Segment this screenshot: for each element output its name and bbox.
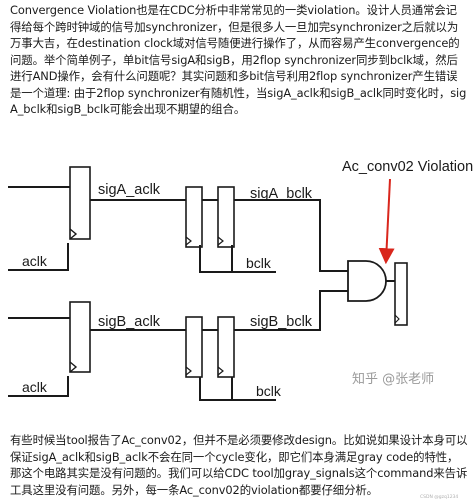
sync-flop-b1 bbox=[185, 316, 203, 378]
label-sigB-aclk: sigB_aclk bbox=[98, 314, 161, 330]
label-aclk-bottom: aclk bbox=[22, 379, 48, 395]
label-sigA-bclk: sigA_bclk bbox=[250, 186, 313, 202]
label-bclk-bottom: bclk bbox=[256, 383, 282, 399]
callout-arrow bbox=[378, 178, 395, 265]
flop-a-source bbox=[69, 166, 91, 240]
sync-flop-a2 bbox=[217, 186, 235, 248]
flop-b-source bbox=[69, 301, 91, 373]
label-sigA-aclk: sigA_aclk bbox=[98, 182, 161, 198]
sync-flop-a1 bbox=[185, 186, 203, 248]
and-gate bbox=[347, 260, 387, 302]
callout-label: Ac_conv02 Violation bbox=[342, 159, 473, 175]
top-path: sigA_aclk sigA_bclk aclk bclk bbox=[8, 166, 348, 273]
output-flop bbox=[394, 262, 408, 326]
outro-paragraph: 有些时候当tool报告了Ac_conv02，但并不是必须要修改design。比如… bbox=[10, 433, 468, 497]
label-aclk-top: aclk bbox=[22, 253, 48, 269]
bottom-path: sigB_aclk sigB_bclk aclk bclk bbox=[8, 290, 348, 401]
label-bclk-top: bclk bbox=[246, 255, 272, 271]
intro-paragraph: Convergence Violation也是在CDC分析中非常常见的一类vio… bbox=[10, 3, 467, 116]
csdn-watermark-text: CSDN @gzq1234 bbox=[420, 494, 458, 500]
csdn-watermark: CSDN @gzq1234 bbox=[420, 494, 458, 500]
label-sigB-bclk: sigB_bclk bbox=[250, 314, 313, 330]
convergence-circuit-diagram: Ac_conv02 Violation sigA_aclk sigA_bclk … bbox=[8, 159, 473, 401]
sync-flop-b2 bbox=[217, 316, 235, 378]
zhihu-watermark: 知乎 @张老师 bbox=[352, 371, 434, 387]
